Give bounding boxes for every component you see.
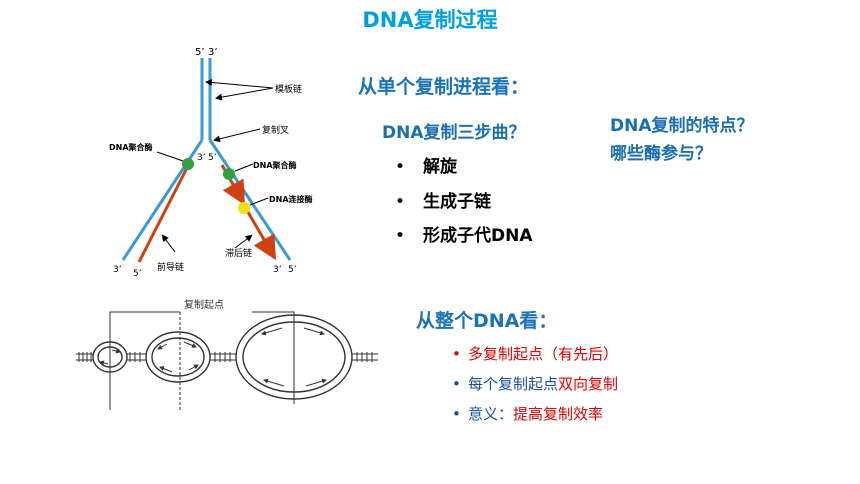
whole-dna-heading: 从整个DNA看： (416, 310, 558, 332)
okazaki-fragment-2 (243, 206, 277, 261)
step-item: •形成子代DNA (395, 226, 533, 246)
lagging-strand-label: 滞后链 (225, 247, 252, 259)
whole-point-2: •每个复制起点双向复制 (452, 375, 619, 393)
leading-strand-label: 前导链 (157, 261, 184, 273)
steps-question: DNA复制三步曲？ (382, 123, 526, 143)
template-strand-left-arm (121, 139, 204, 261)
template-strand-right-arm (208, 139, 292, 261)
features-question: DNA复制的特点？ 哪些酶参与？ (610, 112, 754, 168)
fork-label: 复制叉 (262, 124, 289, 136)
label-3-bottom-left: 3’ (113, 265, 122, 275)
features-question-line-2: 哪些酶参与？ (610, 144, 712, 164)
label-3-top: 3’ (208, 47, 218, 58)
label-5-bottom-left: 5’ (133, 269, 142, 279)
replication-bubble-2 (145, 331, 211, 383)
replication-bubble-1 (92, 341, 128, 373)
ligase-label: DNA连接酶 (269, 194, 313, 204)
step-item: •解旋 (395, 157, 457, 177)
dna-ligase-icon (238, 202, 250, 214)
replication-bubble-3 (235, 314, 353, 400)
replication-origins-diagram: 复制起点 (76, 298, 378, 410)
label-5-bottom-right: 5’ (288, 265, 297, 275)
replication-fork-diagram: 5’ 3’ 模板链 复制叉 DNA聚合酶 3’ 5’ DNA聚合酶 DNA连接酶… (109, 47, 313, 279)
features-question-line-1: DNA复制的特点？ (610, 116, 754, 136)
label-5-top: 5’ (195, 47, 205, 58)
slide-title: DNA复制过程 (362, 8, 498, 32)
polymerase-right-label: DNA聚合酶 (253, 160, 297, 170)
label-3-mid: 3’ (197, 153, 206, 163)
whole-point-1: •多复制起点（有先后） (452, 345, 619, 363)
step-item: •生成子链 (395, 192, 491, 212)
dna-polymerase-right-icon (223, 168, 235, 180)
polymerase-left-label: DNA聚合酶 (109, 142, 153, 152)
single-replication-heading: 从单个复制进程看： (358, 76, 530, 98)
leading-strand (137, 159, 193, 263)
whole-point-3: •意义：提高复制效率 (452, 405, 604, 423)
label-3-bottom-right: 3’ (273, 265, 282, 275)
template-label: 模板链 (275, 83, 302, 95)
origin-label: 复制起点 (184, 298, 224, 311)
label-5-mid: 5’ (208, 153, 217, 163)
dna-polymerase-left-icon (182, 158, 194, 170)
